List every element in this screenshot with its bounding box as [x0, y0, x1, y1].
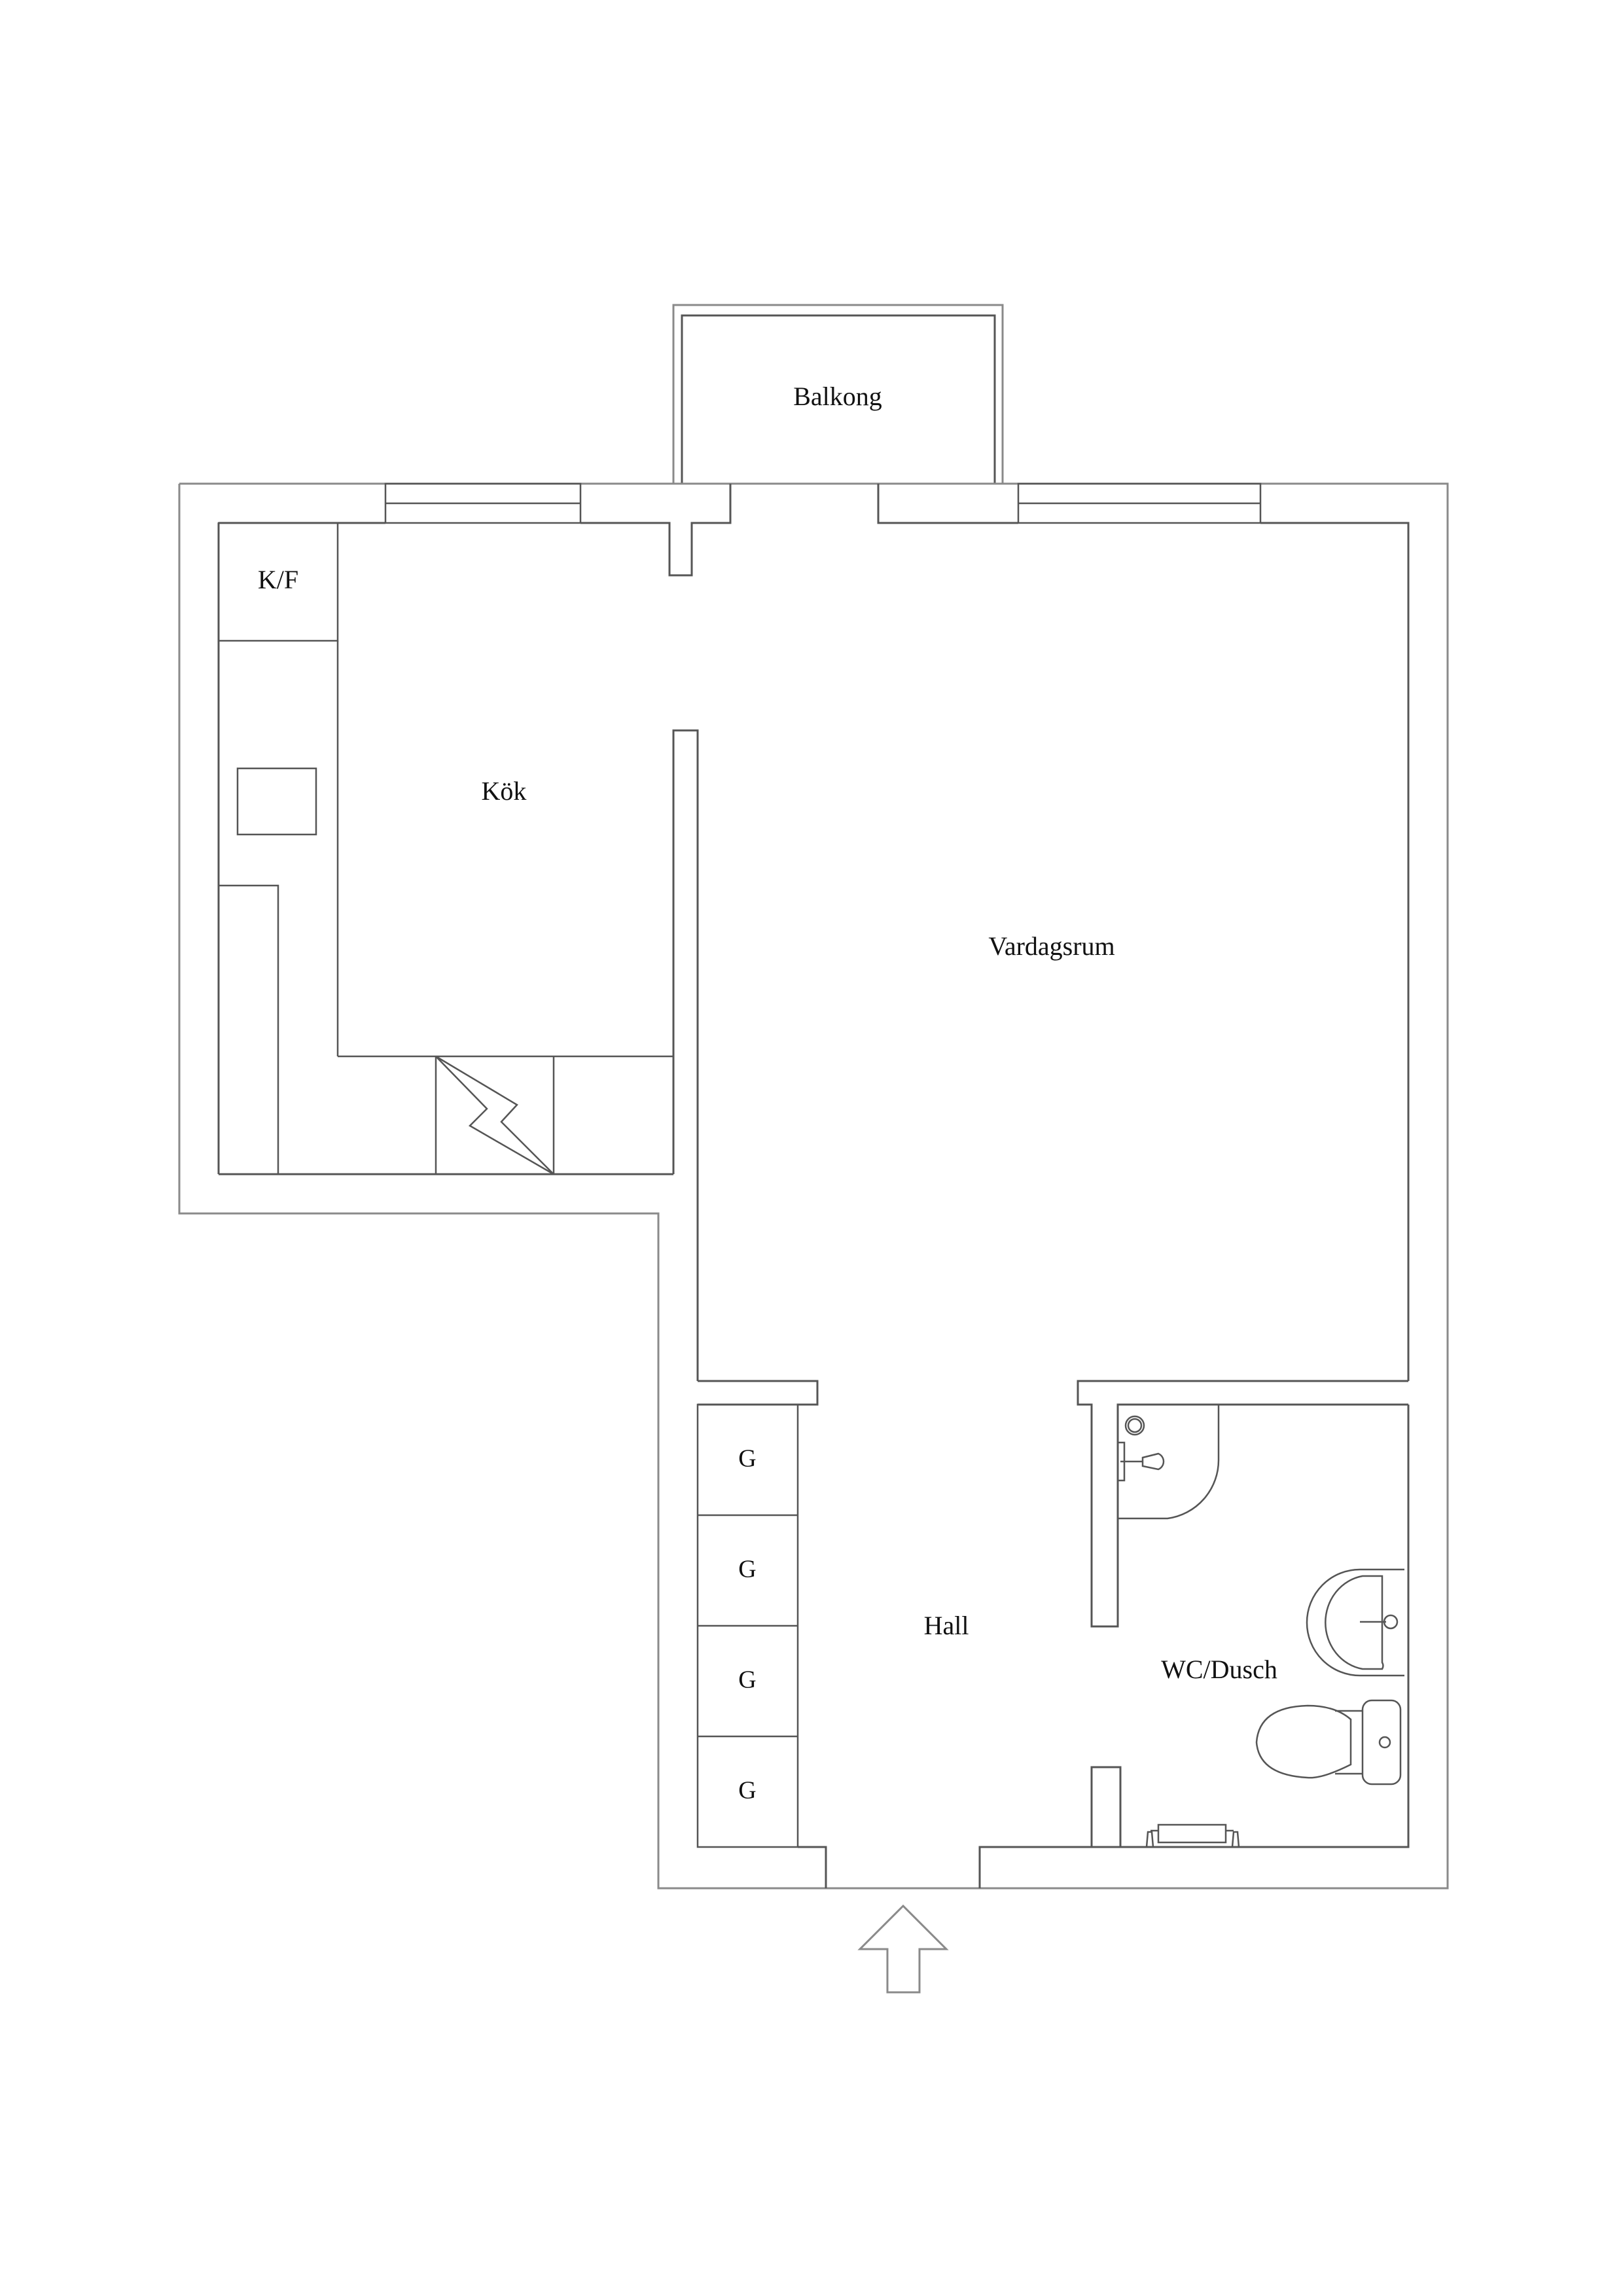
hall-walls — [696, 1380, 1410, 1888]
room-label-kf: K/F — [258, 565, 298, 594]
fridge-freezer-cabinet — [217, 522, 339, 642]
bathroom — [1116, 1403, 1404, 1848]
lightning-bolt-icon — [435, 1055, 554, 1175]
top-wall — [219, 482, 1410, 1381]
window-living-room — [1017, 482, 1262, 524]
toilet-icon — [1255, 1699, 1402, 1785]
closet-label: G — [738, 1666, 756, 1694]
room-label-vardagsrum: Vardagsrum — [988, 931, 1115, 961]
kitchen-sink — [236, 767, 317, 836]
entrance-arrow-icon — [857, 1904, 949, 1994]
towel-rail-icon — [1145, 1823, 1240, 1848]
kitchen — [217, 522, 699, 1381]
room-label-balkong: Balkong — [793, 382, 882, 411]
closet-label: G — [738, 1777, 756, 1804]
window-kitchen — [384, 482, 582, 524]
washbasin-icon — [1306, 1568, 1404, 1677]
room-label-kok: Kök — [482, 776, 527, 806]
closet-label: G — [738, 1445, 756, 1473]
closet-label: G — [738, 1556, 756, 1583]
room-label-wc-dusch: WC/Dusch — [1161, 1655, 1277, 1684]
outer-wall — [178, 482, 1449, 1890]
room-label-hall: Hall — [924, 1611, 969, 1640]
shower-icon — [1118, 1403, 1220, 1520]
balcony — [672, 304, 1004, 484]
